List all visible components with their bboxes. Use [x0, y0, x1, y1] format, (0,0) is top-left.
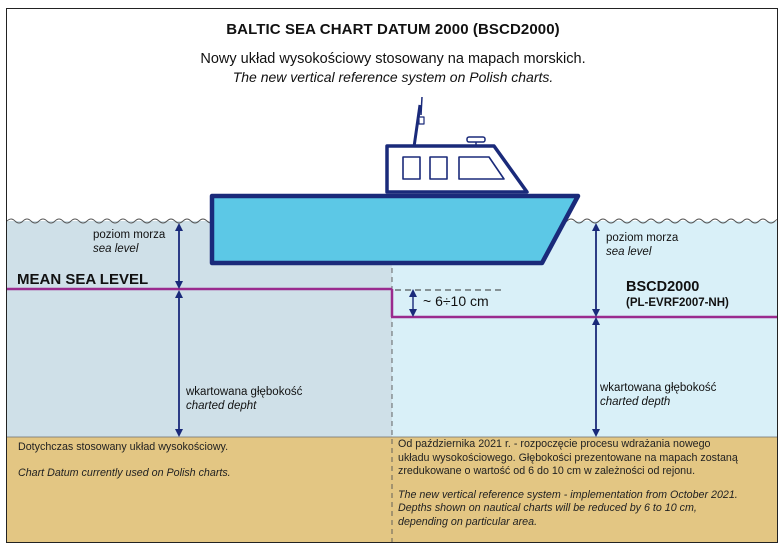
boat [209, 96, 581, 266]
right-depth-en: charted depth [600, 396, 671, 408]
diagram-title: BALTIC SEA CHART DATUM 2000 (BSCD2000) [226, 21, 560, 38]
subtitle-polish: Nowy układ wysokościowy stosowany na map… [200, 51, 586, 67]
bscd2000-label: BSCD2000 [626, 279, 700, 295]
right-depth-pl: wkartowana głębokość [600, 382, 717, 394]
right-depth-label: wkartowana głębokość charted depth [600, 381, 716, 409]
right-note-pl-3: zredukowane o wartość od 6 do 10 cm w za… [398, 465, 696, 477]
right-note-en-3: depending on particular area. [398, 515, 538, 528]
left-note-en: Chart Datum currently used on Polish cha… [18, 467, 231, 479]
left-sea-level-label: poziom morza sea level [93, 228, 165, 256]
right-note-pl-2: układu wysokościowego. Głębokości prezen… [398, 451, 738, 464]
bscd2000-sublabel: (PL-EVRF2007-NH) [626, 297, 729, 309]
right-note: Od października 2021 r. - rozpoczęcie pr… [398, 438, 777, 529]
left-depth-en: charted depht [186, 400, 257, 412]
diagram-frame: BALTIC SEA CHART DATUM 2000 (BSCD2000) N… [6, 8, 778, 543]
left-sea-level-en: sea level [93, 243, 139, 255]
right-note-en-2: Depths shown on nautical charts will be … [398, 502, 697, 514]
right-sea-level-pl: poziom morza [606, 232, 679, 244]
offset-label: ~ 6÷10 cm [423, 293, 489, 309]
left-depth-pl: wkartowana głębokość [186, 386, 303, 398]
diagram-canvas [7, 96, 777, 542]
left-note-pl: Dotychczas stosowany układ wysokościowy. [18, 441, 229, 453]
left-note: Dotychczas stosowany układ wysokościowy.… [18, 440, 388, 480]
left-depth-label: wkartowana głębokość charted depht [186, 385, 302, 413]
right-sea-level-label: poziom morza sea level [606, 231, 678, 259]
mean-sea-level-label: MEAN SEA LEVEL [17, 271, 149, 288]
right-note-pl-1: Od października 2021 r. - rozpoczęcie pr… [398, 438, 711, 450]
left-sea-level-pl: poziom morza [93, 229, 166, 241]
right-sea-level-en: sea level [606, 246, 652, 258]
right-note-en-1: The new vertical reference system - impl… [398, 488, 738, 501]
subtitle-english: The new vertical reference system on Pol… [232, 69, 554, 85]
